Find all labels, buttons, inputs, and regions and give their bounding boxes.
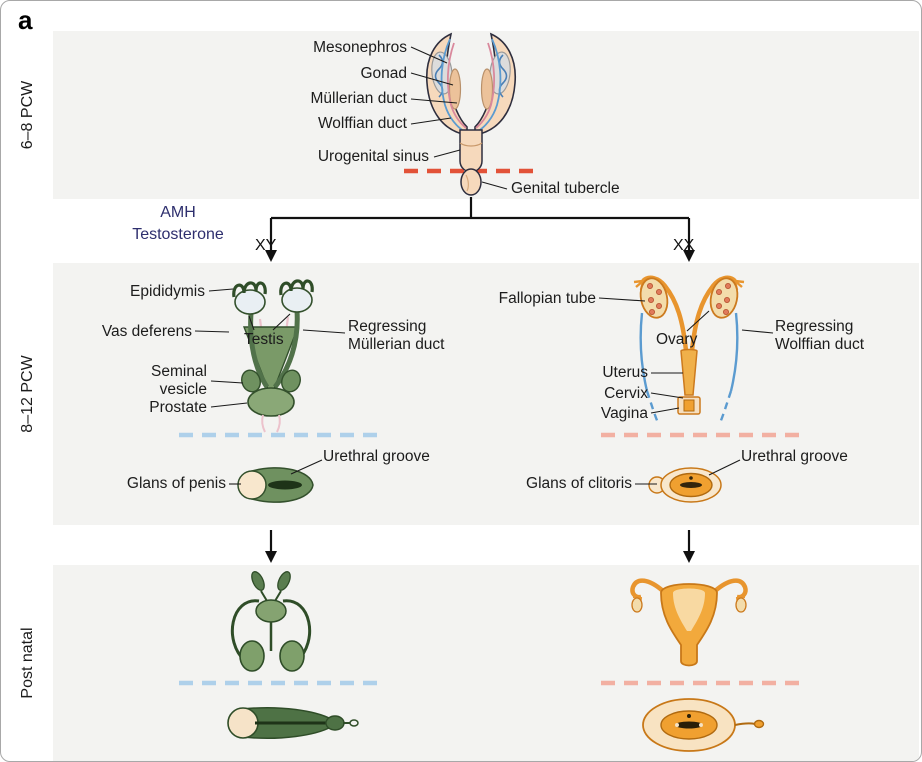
wolffian-duct-left bbox=[447, 42, 467, 129]
uterus-shape bbox=[680, 348, 698, 396]
postnatal-ovary-left bbox=[631, 597, 643, 613]
arrowhead-female-postnatal bbox=[683, 551, 695, 563]
postnatal-vas-left bbox=[230, 599, 260, 663]
prostate-shape bbox=[247, 387, 295, 417]
label-epididymis: Epididymis bbox=[130, 283, 205, 300]
label-amh: AMH bbox=[160, 204, 196, 221]
label-vagina: Vagina bbox=[600, 405, 648, 422]
female-postnatal-illustration bbox=[601, 578, 803, 752]
epididymis-left bbox=[232, 281, 267, 298]
label-gonad: Gonad bbox=[360, 65, 407, 82]
urogenital-sinus-shape bbox=[459, 129, 483, 173]
wolffian-duct-right bbox=[475, 42, 495, 129]
epididymis-right bbox=[279, 279, 314, 296]
label-mullerian-duct: Müllerian duct bbox=[310, 90, 408, 107]
label-regressing-wolffian-duct: Regressing Wolffian duct bbox=[775, 318, 865, 353]
label-genital-tubercle: Genital tubercle bbox=[511, 180, 620, 197]
postnatal-seminal-vesicle-right bbox=[277, 571, 291, 591]
urethral-groove-male-shape bbox=[268, 480, 302, 490]
vas-deferens-right bbox=[273, 310, 300, 389]
label-vas-deferens: Vas deferens bbox=[101, 323, 192, 340]
testis-right bbox=[281, 287, 313, 313]
label-regressing-mullerian-duct: Regressing Müllerian duct bbox=[348, 318, 445, 353]
label-urethral-groove-female: Urethral groove bbox=[741, 448, 848, 465]
label-xx: XX bbox=[673, 237, 695, 254]
postnatal-prostate bbox=[255, 599, 287, 623]
label-uterus: Uterus bbox=[602, 364, 648, 381]
label-ovary: Ovary bbox=[656, 331, 698, 348]
label-glans-of-clitoris: Glans of clitoris bbox=[526, 475, 632, 492]
postnatal-ovary-right bbox=[735, 597, 747, 613]
arrowhead-male-postnatal bbox=[265, 551, 277, 563]
postnatal-seminal-vesicle-left bbox=[251, 571, 265, 591]
panel-letter: a bbox=[18, 5, 33, 35]
stage3-background-band bbox=[53, 565, 919, 761]
stage-label-postnatal: Post natal bbox=[19, 627, 36, 699]
male-8-12-pcw-illustration bbox=[179, 279, 379, 503]
regressing-wolffian-left bbox=[639, 312, 649, 392]
stage2-background-band bbox=[53, 263, 919, 525]
postnatal-tube-right bbox=[713, 578, 748, 600]
penis-glans bbox=[325, 715, 345, 731]
arrowhead-xx bbox=[683, 250, 695, 262]
label-xy: XY bbox=[255, 237, 277, 254]
label-testosterone: Testosterone bbox=[132, 226, 224, 243]
mullerian-duct-right bbox=[476, 38, 502, 133]
postnatal-arrows bbox=[265, 530, 695, 563]
label-prostate: Prostate bbox=[149, 399, 207, 416]
label-cervix: Cervix bbox=[604, 385, 648, 402]
female-8-12-pcw-illustration bbox=[598, 275, 803, 503]
gonad-left bbox=[448, 68, 462, 110]
female-leader-lines bbox=[598, 297, 774, 485]
label-glans-of-penis: Glans of penis bbox=[126, 475, 226, 492]
urethral-groove-female-shape bbox=[680, 482, 702, 488]
label-urogenital-sinus: Urogenital sinus bbox=[317, 148, 429, 165]
stage1-leader-lines bbox=[410, 46, 508, 190]
testis-left bbox=[234, 289, 266, 315]
differentiation-branch-arrows bbox=[265, 197, 695, 262]
male-leader-lines bbox=[194, 288, 346, 485]
gonad-right bbox=[480, 68, 494, 110]
label-testis: Testis bbox=[244, 331, 284, 348]
label-fallopian-tube: Fallopian tube bbox=[498, 290, 596, 307]
male-postnatal-illustration bbox=[179, 571, 379, 740]
arrowhead-xy bbox=[265, 250, 277, 262]
postnatal-testis-right bbox=[279, 640, 305, 672]
regressing-wolffian-right bbox=[729, 312, 739, 392]
penis-bulb bbox=[227, 707, 259, 739]
bipotential-illustration bbox=[404, 32, 538, 196]
stage-label-6-8-pcw: 6–8 PCW bbox=[19, 80, 36, 150]
label-urethral-groove-male: Urethral groove bbox=[323, 448, 430, 465]
mullerian-duct-left bbox=[440, 38, 466, 133]
stage-label-8-12-pcw: 8–12 PCW bbox=[19, 355, 36, 433]
postnatal-testis-left bbox=[239, 640, 265, 672]
label-mesonephros: Mesonephros bbox=[313, 39, 407, 56]
label-seminal-vesicle: Seminal vesicle bbox=[151, 363, 207, 398]
label-wolffian-duct: Wolffian duct bbox=[317, 115, 407, 132]
postnatal-tube-left bbox=[630, 578, 665, 600]
cervix-shape bbox=[683, 399, 695, 412]
genital-tubercle-shape bbox=[460, 168, 482, 196]
